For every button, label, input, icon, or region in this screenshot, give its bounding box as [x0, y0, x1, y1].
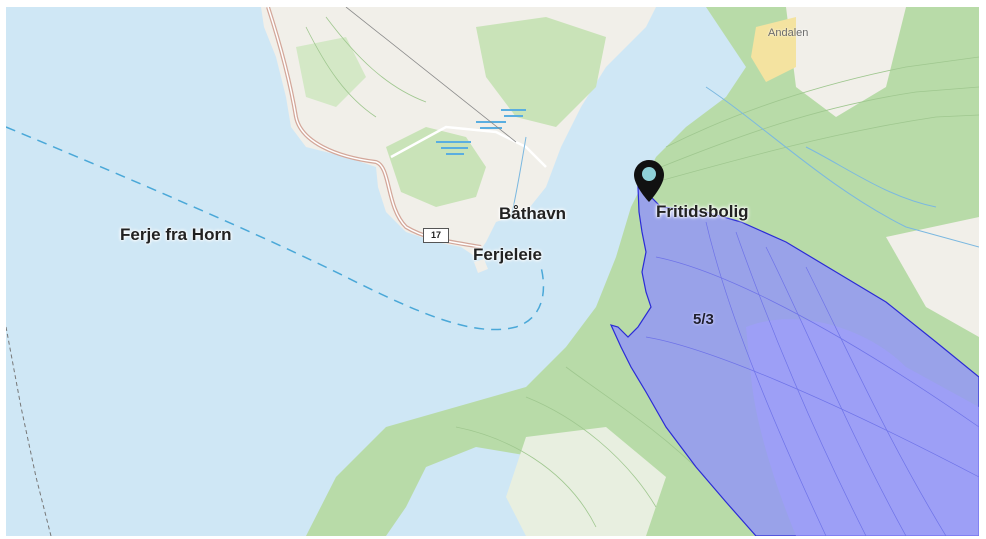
left-border [0, 0, 6, 539]
label-property: Fritidsbolig [656, 202, 749, 221]
label-place-andalen: Andalen [768, 27, 809, 39]
power-line [345, 7, 517, 143]
land-east-south-light [506, 427, 666, 536]
boundary-line [6, 326, 52, 536]
land-east-light [786, 7, 906, 117]
map-canvas[interactable]: Ferje fra Horn Båthavn Ferjeleie Fritids… [6, 7, 979, 536]
land-southeast-light [886, 217, 979, 337]
parcel-contours [645, 221, 979, 536]
minor-road [390, 125, 547, 168]
road-number-shield: 17 [423, 228, 449, 243]
contour-lines [305, 16, 979, 528]
road-17-center [267, 7, 482, 248]
wetland-symbol [436, 109, 526, 155]
label-parcel-number: 5/3 [693, 311, 714, 328]
map-layer [6, 7, 979, 536]
forest-north-3 [296, 37, 366, 107]
small-island [474, 259, 488, 273]
farmland-andalen [751, 17, 796, 82]
label-ferry-dock: Ferjeleie [473, 245, 542, 264]
label-harbor: Båthavn [499, 204, 567, 223]
streams [510, 86, 979, 248]
parcel-interior-shade [746, 319, 979, 536]
label-ferry-route: Ferje fra Horn [120, 225, 232, 244]
forest-north-2 [476, 17, 606, 127]
